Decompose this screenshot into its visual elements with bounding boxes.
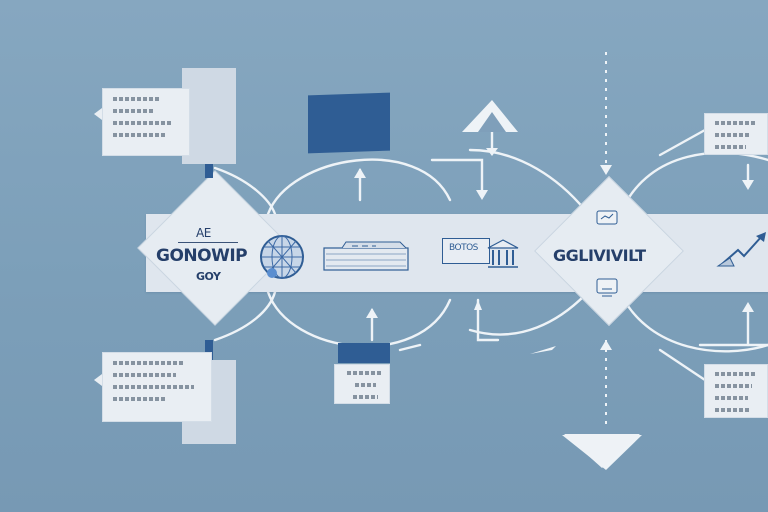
arrow-up-icon [366, 308, 378, 318]
blue-post-upper [205, 150, 213, 178]
connector-left-lower [213, 290, 277, 342]
note-top-right [704, 113, 768, 155]
connector-right-lower [468, 293, 587, 336]
arrow-up-icon [742, 302, 754, 312]
connector-left-upper [213, 166, 277, 216]
note-bottom-left [102, 352, 212, 422]
blue-panel-bottom [338, 343, 390, 363]
arrow-up-icon [354, 168, 366, 178]
building-label: BOTOS [449, 243, 478, 253]
monitor-icon [596, 210, 618, 225]
connector-oval-top [266, 158, 452, 216]
note-top-left [102, 88, 190, 156]
connector-right-upper [468, 148, 587, 212]
bracket-upper [430, 158, 484, 197]
building-icon [487, 239, 519, 268]
note-tail [94, 108, 102, 120]
arrow-down-icon [486, 148, 498, 156]
connector-oval-bottom [266, 290, 452, 348]
triangle-up-inner [478, 112, 506, 132]
connector-far-right-lower [620, 294, 768, 353]
caption-label: AE [196, 226, 211, 240]
arrow-up-icon [474, 300, 482, 310]
small-pointer-icon [530, 346, 556, 354]
note-tail [94, 374, 102, 386]
connector-note-upper [658, 128, 707, 157]
arrow-down-icon [476, 190, 488, 200]
blue-panel-top [308, 92, 390, 154]
bottom-arrow-head [564, 434, 640, 468]
center-left-title: GONOWIP [156, 246, 248, 266]
arrow-down-icon [742, 180, 754, 190]
building-sign [442, 238, 490, 264]
note-flag-top-left [182, 68, 236, 164]
center-left-subtitle: GOY [196, 270, 221, 283]
connector-note-lower [658, 348, 707, 382]
connector-small [398, 343, 422, 352]
arrow-up-icon [600, 340, 612, 350]
note-bottom-center [334, 364, 390, 404]
center-right-title: GGLIVIVILT [553, 246, 646, 265]
document-stack-icon [323, 241, 409, 271]
bracket-lower [476, 298, 500, 342]
globe-icon [260, 235, 304, 279]
arrow-graphic-icon [716, 232, 766, 267]
note-bottom-right [704, 364, 768, 418]
caption-underline [178, 242, 238, 243]
connector-far-right-upper [620, 151, 768, 212]
chart-icon [596, 278, 618, 297]
arrow-down-icon [600, 165, 612, 175]
